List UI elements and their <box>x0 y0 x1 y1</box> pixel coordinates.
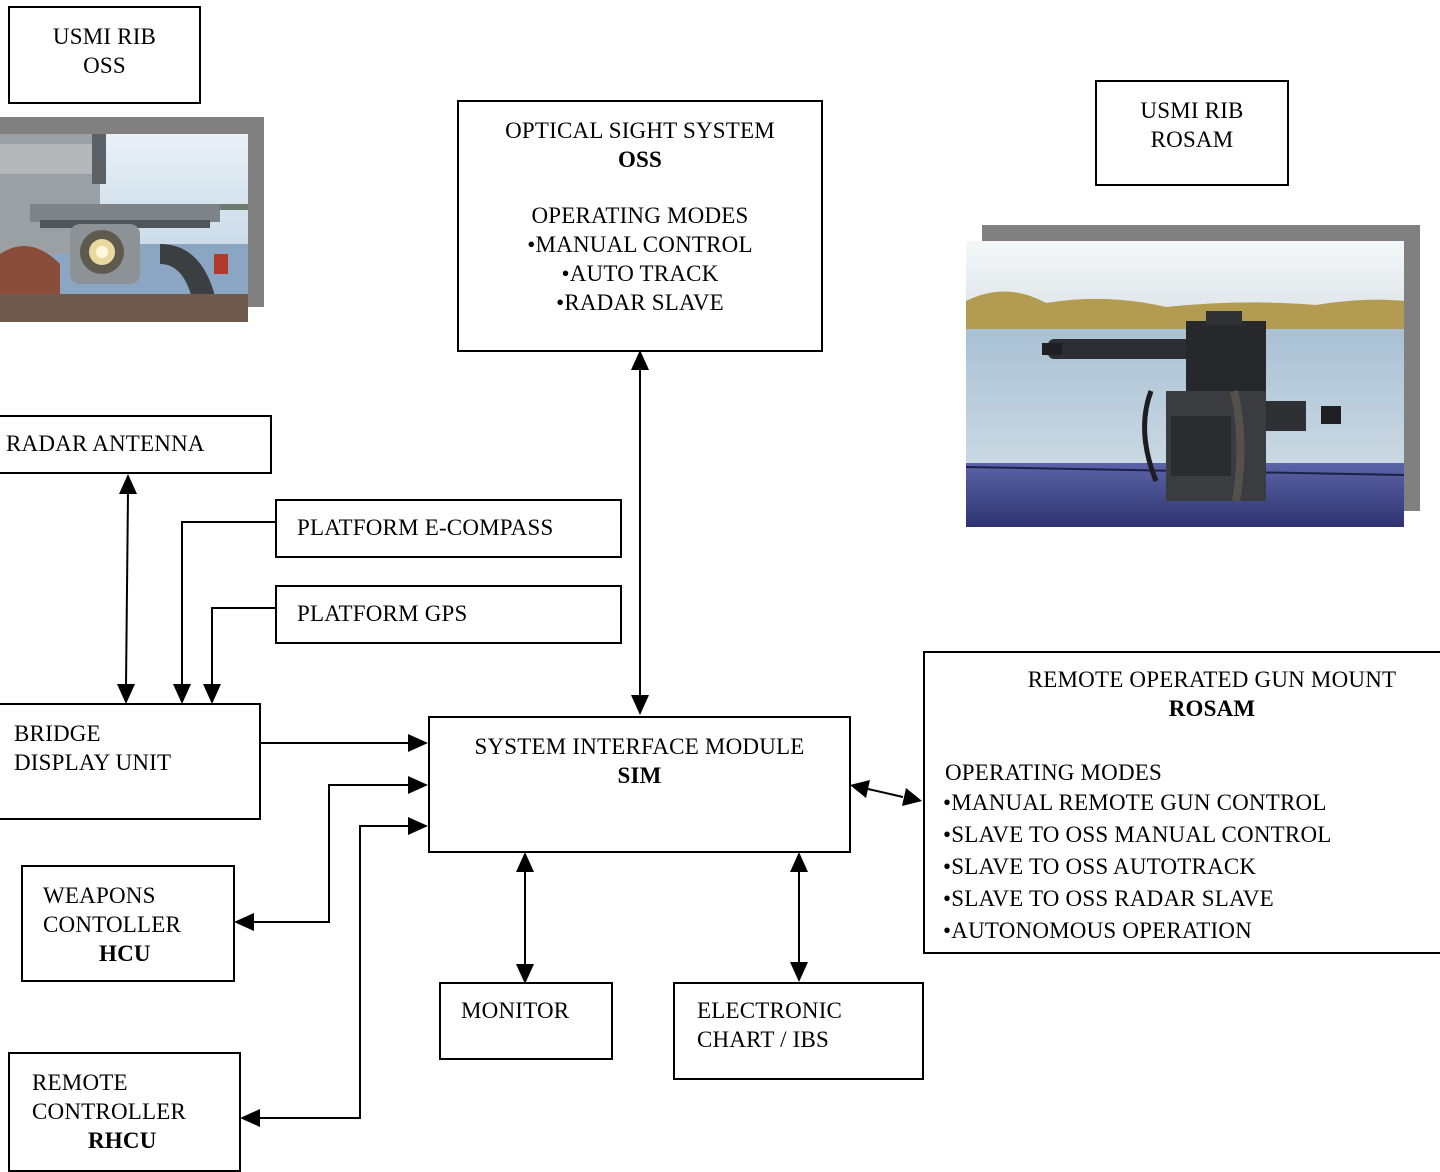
rosam-mode-item: AUTONOMOUS OPERATION <box>943 915 1440 947</box>
remote-line1: REMOTE <box>32 1070 128 1095</box>
e-compass-box: PLATFORM E-COMPASS <box>275 499 622 558</box>
radar-antenna-box: RADAR ANTENNA <box>0 415 272 474</box>
oss-mode-item: MANUAL CONTROL <box>459 230 821 259</box>
rosam-mode-item: SLAVE TO OSS MANUAL CONTROL <box>943 819 1440 851</box>
sim-abbr: SIM <box>617 763 662 788</box>
weapons-controller-box: WEAPONS CONTOLLER HCU <box>21 865 235 982</box>
weapons-line1: WEAPONS <box>43 883 156 908</box>
rosam-abbr: ROSAM <box>1168 696 1256 721</box>
rosam-modes-heading: OPERATING MODES <box>945 760 1163 785</box>
monitor-box: MONITOR <box>439 982 613 1060</box>
sim-title: SYSTEM INTERFACE MODULE <box>474 734 805 759</box>
gps-box: PLATFORM GPS <box>275 585 622 644</box>
oss-title: OPTICAL SIGHT SYSTEM <box>505 118 775 143</box>
rosam-title: REMOTE OPERATED GUN MOUNT <box>1027 667 1397 692</box>
monitor-label: MONITOR <box>461 998 570 1023</box>
e-compass-label: PLATFORM E-COMPASS <box>297 515 554 540</box>
remote-abbr: RHCU <box>88 1128 157 1153</box>
usmi-oss-line2: OSS <box>83 53 126 78</box>
bridge-display-box: BRIDGE DISPLAY UNIT <box>0 703 261 820</box>
usmi-rosam-line1: USMI RIB <box>1140 98 1244 123</box>
gps-label: PLATFORM GPS <box>297 601 468 626</box>
weapons-line2: CONTOLLER <box>43 912 182 937</box>
remote-controller-box: REMOTE CONTROLLER RHCU <box>8 1052 241 1172</box>
rosam-photo <box>966 241 1404 527</box>
sim-box: SYSTEM INTERFACE MODULE SIM <box>428 716 851 853</box>
oss-abbr: OSS <box>617 147 663 172</box>
electronic-chart-box: ELECTRONIC CHART / IBS <box>673 982 924 1080</box>
usmi-oss-label: USMI RIB OSS <box>8 6 201 104</box>
oss-mode-item: AUTO TRACK <box>459 259 821 288</box>
remote-line2: CONTROLLER <box>32 1099 187 1124</box>
usmi-rosam-label: USMI RIB ROSAM <box>1095 80 1289 186</box>
oss-box: OPTICAL SIGHT SYSTEM OSS OPERATING MODES… <box>457 100 823 352</box>
chart-line1: ELECTRONIC <box>697 998 843 1023</box>
usmi-oss-line1: USMI RIB <box>52 24 157 49</box>
oss-photo <box>0 134 248 322</box>
chart-line2: CHART / IBS <box>697 1027 830 1052</box>
bridge-line1: BRIDGE <box>14 721 101 746</box>
rosam-mode-item: SLAVE TO OSS AUTOTRACK <box>943 851 1440 883</box>
radar-antenna-label: RADAR ANTENNA <box>6 431 205 456</box>
rosam-mode-item: MANUAL REMOTE GUN CONTROL <box>943 787 1440 819</box>
weapons-abbr: HCU <box>99 941 151 966</box>
oss-mode-item: RADAR SLAVE <box>459 288 821 317</box>
usmi-rosam-line2: ROSAM <box>1150 127 1234 152</box>
rosam-box: REMOTE OPERATED GUN MOUNT ROSAM OPERATIN… <box>923 651 1440 954</box>
bridge-line2: DISPLAY UNIT <box>14 750 172 775</box>
rosam-mode-item: SLAVE TO OSS RADAR SLAVE <box>943 883 1440 915</box>
oss-modes-heading: OPERATING MODES <box>531 203 749 228</box>
